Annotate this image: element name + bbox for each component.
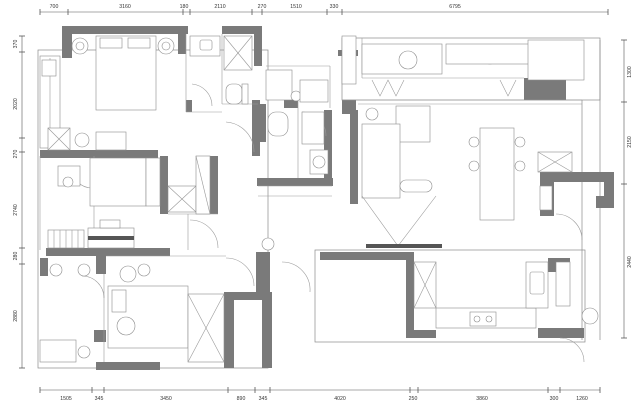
side-stool [137,263,151,277]
floor-drain [290,90,302,102]
pillow [127,37,151,49]
desk [95,131,127,151]
bottom-dim-2: 3450 [160,396,172,402]
top-dim-4: 270 [258,4,267,10]
cabinet [555,261,571,307]
bottom-dim-0: 1505 [60,396,72,402]
bottom-dim-4: 345 [259,396,268,402]
top-dim-5: 1510 [290,4,302,10]
sink [529,271,545,295]
balcony-cabinet [527,39,585,81]
round-table [261,237,275,251]
plant [77,263,91,277]
structural-walls [40,26,614,370]
left-dim-2: 270 [13,150,19,159]
left-dim-1: 2020 [13,98,19,110]
double-bed [95,35,157,111]
living-room [341,35,531,248]
bottom-dim-3: 890 [237,396,246,402]
toilet [225,83,243,105]
top-dim-7: 6795 [449,4,461,10]
shower [265,69,293,101]
right-dim-0: 1300 [627,66,633,78]
cabinet [445,43,531,65]
master-bathroom [189,35,253,105]
central-bathroom [265,69,329,175]
armchair [116,316,136,336]
top-dim-3: 2110 [214,4,225,10]
top-dimension-chain: 700 3160 180 2110 270 1510 330 6795 [39,4,609,15]
master-bedroom [39,35,175,149]
bottom-dim-1: 345 [95,396,104,402]
top-dim-0: 700 [50,4,59,10]
bottom-dim-5: 4020 [334,396,346,402]
bottom-dim-9: 1260 [576,396,588,402]
sofa [361,123,401,199]
kitchen [413,261,599,329]
plant [49,263,63,277]
floor-lamp [365,107,379,121]
chair [468,160,480,172]
right-dimension-chain: 1300 2150 2440 [621,39,633,339]
left-dim-5: 2880 [13,310,19,322]
toilet [267,111,289,137]
tv-cabinet [341,35,357,85]
right-dim-1: 2150 [627,136,633,148]
dining-area [468,39,585,221]
chair [514,160,526,172]
vanity [299,79,329,103]
cooktop [469,311,497,327]
left-dim-3: 2740 [13,204,19,216]
bottom-dimension-chain: 1505 345 3450 890 345 4020 250 3860 300 … [39,387,601,402]
top-dim-2: 180 [180,4,189,10]
left-dim-4: 280 [13,252,19,261]
right-dim-2: 2440 [627,256,633,268]
bottom-dim-8: 300 [550,396,559,402]
washer-unit [39,339,77,363]
balcony-plant [581,307,599,325]
chair [514,136,526,148]
bottom-dim-6: 250 [409,396,418,402]
left-dim-0: 370 [13,40,19,49]
chair [74,132,90,148]
armchair [119,265,137,283]
top-dim-6: 330 [330,4,339,10]
bottom-dim-7: 3860 [476,396,488,402]
coffee-table [399,179,433,193]
left-dimension-chain: 370 2020 270 2740 280 2880 [13,35,25,369]
sink-cabinet [301,111,325,145]
single-bed [89,157,147,207]
armchair [395,105,431,143]
potted-plant [398,50,418,70]
dining-table [479,127,515,221]
third-bedroom [39,263,225,363]
door-swings [71,83,585,363]
piano-bench [99,219,121,229]
sliding-door [366,244,442,248]
second-bedroom [47,127,211,215]
chair [468,136,480,148]
top-dim-1: 3160 [119,4,131,10]
pillow [99,37,123,49]
study-room [47,219,275,251]
